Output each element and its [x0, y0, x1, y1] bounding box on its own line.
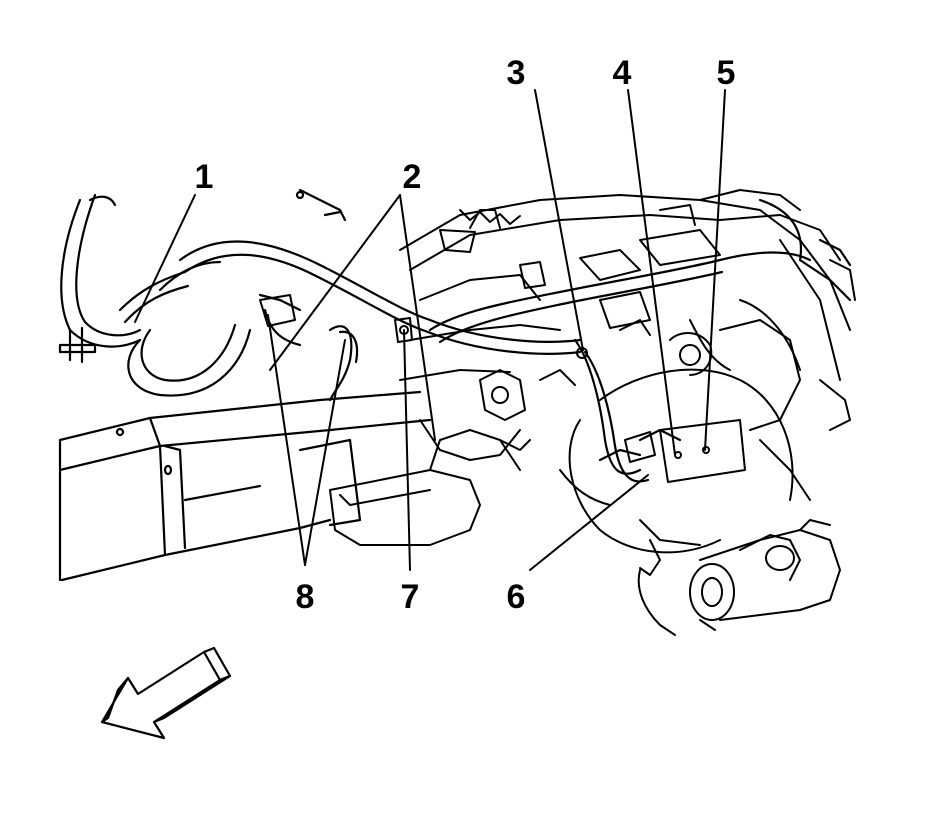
callout-2: 2 [402, 158, 422, 196]
dipstick-tube [637, 539, 676, 636]
callout-8: 8 [295, 578, 315, 616]
transmission-bellhousing [559, 239, 856, 554]
callout-7: 7 [400, 578, 420, 616]
engine-block [399, 189, 851, 461]
callout-1: 1 [194, 158, 214, 196]
front-arrow-icon [100, 646, 232, 740]
oil-pan [329, 429, 521, 546]
starter-motor [689, 519, 841, 631]
leader-lines [134, 89, 726, 571]
bracket-parts [259, 294, 746, 483]
callout-6: 6 [506, 578, 526, 616]
callout-3: 3 [506, 54, 526, 92]
wiring-harness [58, 188, 852, 483]
callout-4: 4 [612, 54, 632, 92]
callout-5: 5 [716, 54, 736, 92]
frame-rail [58, 390, 432, 582]
